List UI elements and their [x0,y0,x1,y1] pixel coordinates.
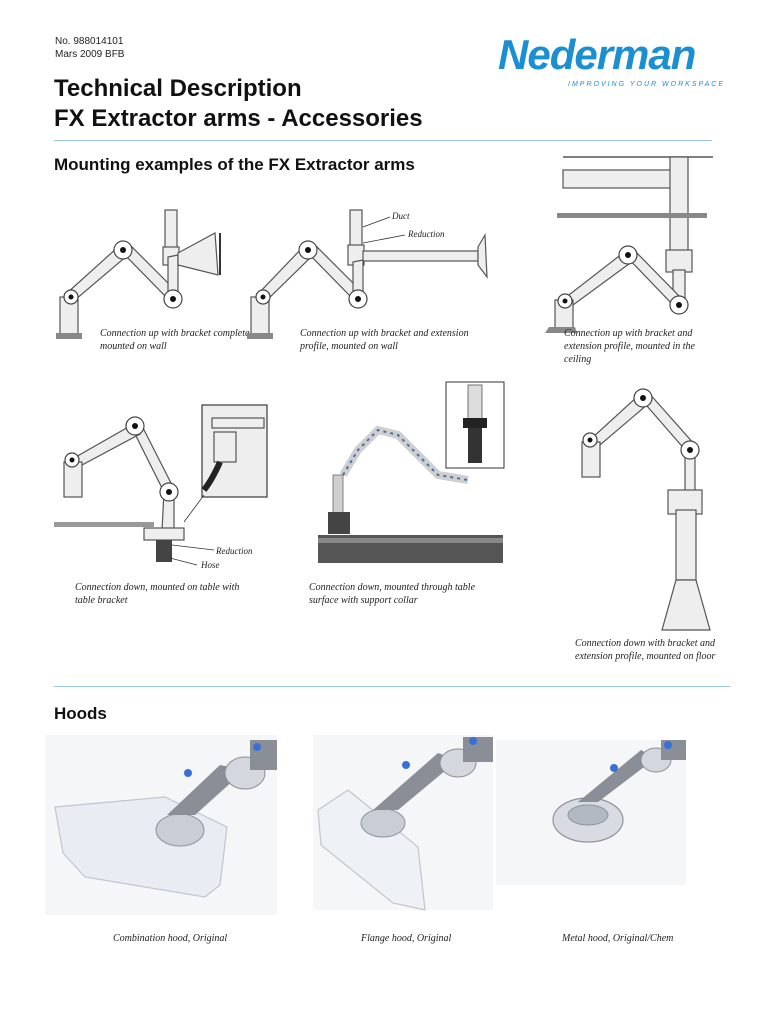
mounting-example-3-caption: Connection up with bracket and extension… [564,328,695,365]
hoods-heading: Hoods [54,704,107,723]
header-divider [54,140,712,141]
mounting-example-5-caption: Connection down, mounted through table s… [309,582,476,606]
flange-hood-image [313,735,493,911]
page-title-line2: FX Extractor arms - Accessories [54,105,423,132]
mounting-example-6-caption: Connection down with bracket and extensi… [575,638,716,662]
mounting-example-3-illustration [545,156,713,333]
mounting-example-5-illustration [318,381,505,563]
flange-hood-caption: Flange hood, Original [361,933,452,944]
combination-hood-image [45,735,277,915]
label-reduction-table: Reduction [216,546,253,556]
metal-hood-caption: Metal hood, Original/Chem [562,933,674,944]
page-title-line1: Technical Description [54,75,302,102]
label-duct: Duct [392,211,410,221]
combination-hood-caption: Combination hood, Original [113,933,228,944]
label-hose: Hose [201,560,220,570]
section-divider [54,686,730,687]
metal-hood-image [496,740,686,885]
logo-wordmark: Nederman [498,31,696,78]
mounting-example-2-illustration [247,209,488,339]
mounting-example-1-caption: Connection up with bracket complete, mou… [100,328,252,352]
label-reduction: Reduction [408,229,445,239]
mounting-heading: Mounting examples of the FX Extractor ar… [54,155,415,174]
mounting-example-6-illustration [581,388,711,631]
mounting-example-2-caption: Connection up with bracket and extension… [300,328,469,352]
nederman-logo: Nederman IMPROVING YOUR WORKSPACE [498,31,738,91]
mounting-example-1-illustration [56,209,221,339]
logo-tagline: IMPROVING YOUR WORKSPACE [568,81,726,88]
document-date: Mars 2009 BFB [55,49,125,60]
document-number: No. 988014101 [55,36,124,47]
mounting-example-4-caption: Connection down, mounted on table with t… [75,582,240,606]
mounting-example-4-illustration [54,404,268,566]
